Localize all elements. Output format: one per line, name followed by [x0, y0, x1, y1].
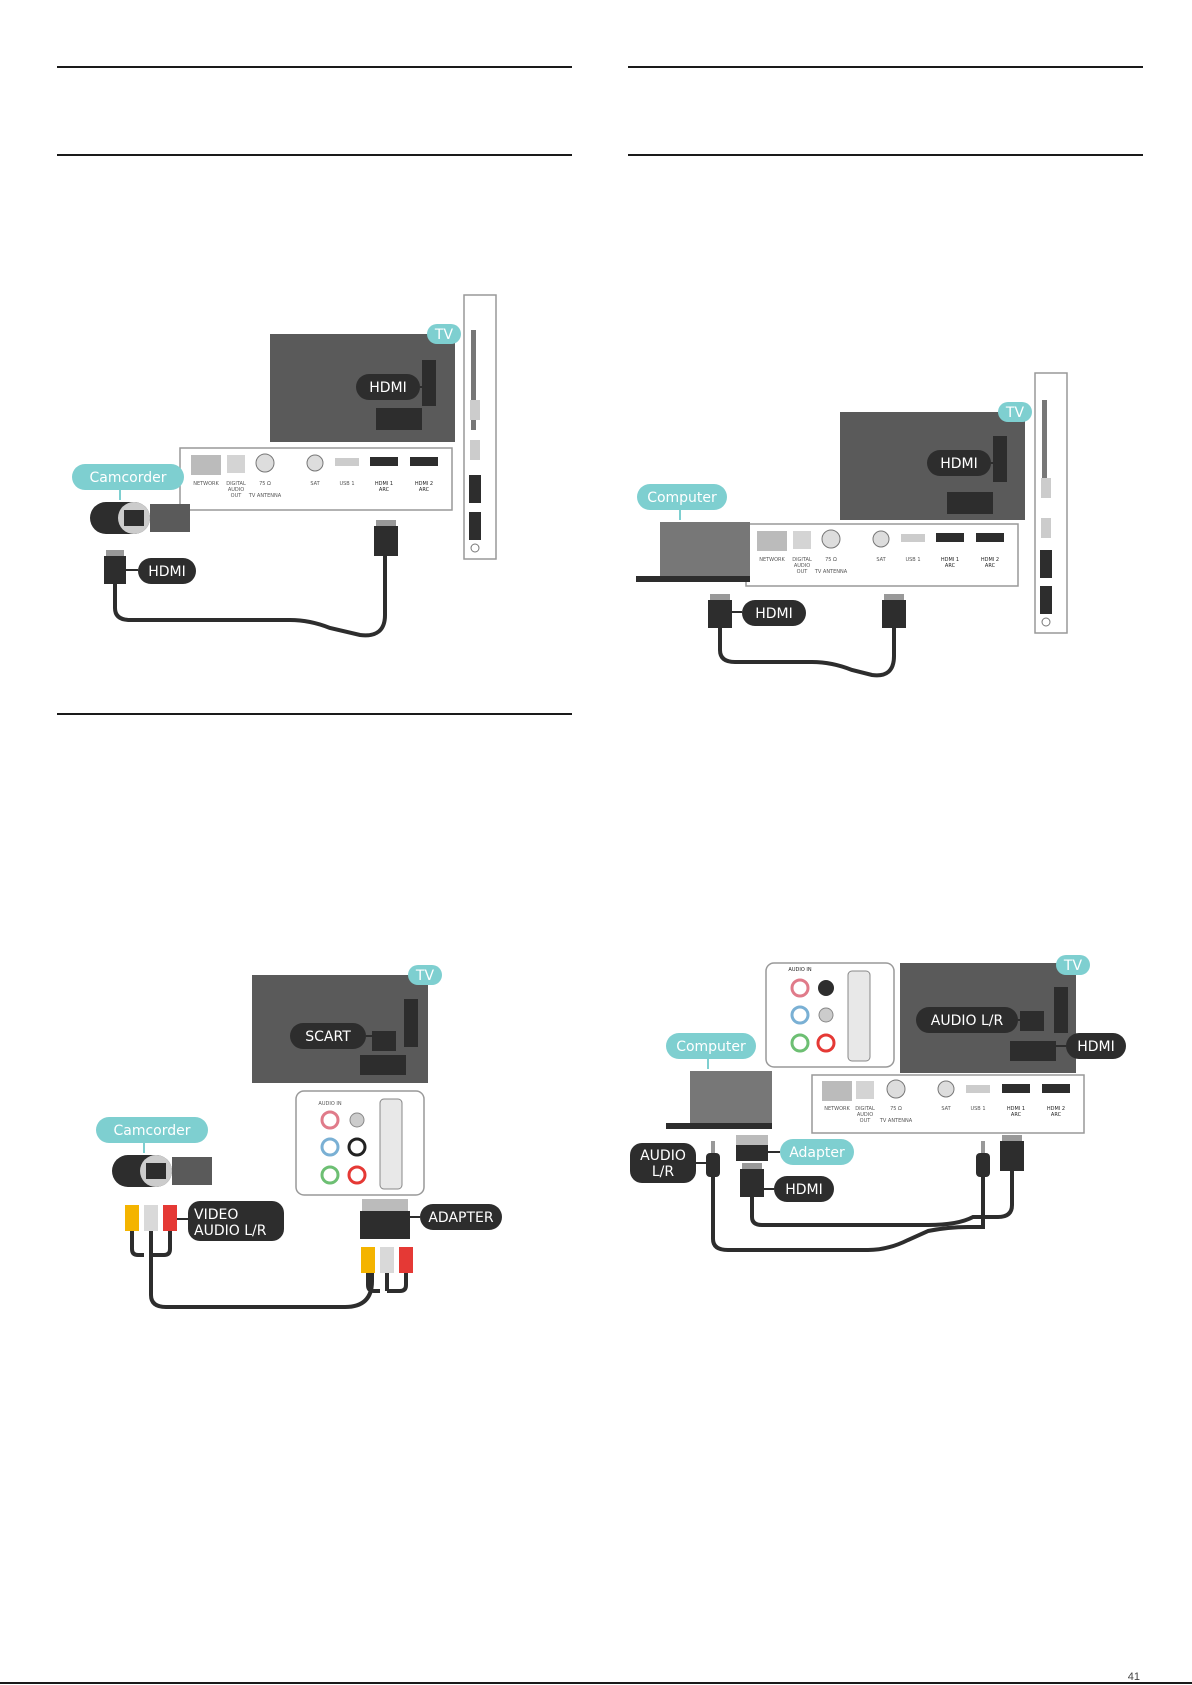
laptop-icon	[666, 1071, 772, 1129]
hdmi-connector-icon	[740, 1135, 1024, 1197]
device-label: Camcorder	[89, 470, 166, 486]
section-rule-left-lower	[57, 713, 572, 715]
diagram-computer-hdmi: TV HDMI NETWORK DIGITAL AUDIO OUT 75 Ω T…	[636, 372, 1068, 678]
audio-jack-icon	[706, 1141, 990, 1177]
panel-arc2: ARC	[419, 487, 430, 493]
panel-arc1: ARC	[379, 487, 390, 493]
device-label: Camcorder	[113, 1123, 190, 1139]
cable-label-audio-2: L/R	[652, 1164, 675, 1180]
diagram-camcorder-scart: TV SCART AUDIO IN Camcorder VIDEO AUDIO …	[96, 965, 502, 1309]
panel-ohm: 75 Ω	[259, 481, 271, 487]
tv-label: TV	[415, 968, 435, 984]
cable-label: HDMI	[755, 606, 793, 622]
adapter-label: Adapter	[789, 1145, 845, 1161]
section-rule-right-mid	[628, 154, 1143, 156]
panel-audio-in: AUDIO IN	[318, 1101, 341, 1107]
tv-label: TV	[1063, 958, 1083, 974]
panel-hdmi1: HDMI 1	[375, 481, 393, 487]
port-label: SCART	[305, 1029, 351, 1045]
camcorder-icon	[112, 1155, 212, 1187]
panel-arc2: ARC	[985, 563, 996, 569]
panel-hdmi2: HDMI 2	[981, 557, 999, 563]
section-rule-right-top	[628, 66, 1143, 68]
panel-antenna: TV ANTENNA	[248, 493, 282, 499]
panel-arc2: ARC	[1051, 1112, 1062, 1118]
port-label: HDMI	[940, 456, 978, 472]
panel-hdmi1: HDMI 1	[1007, 1106, 1025, 1112]
panel-hdmi1: HDMI 1	[941, 557, 959, 563]
panel-ohm: 75 Ω	[825, 557, 837, 563]
port-label-audio: AUDIO L/R	[931, 1013, 1004, 1029]
tv-label: TV	[1005, 405, 1025, 421]
hdmi-connector-icon	[708, 594, 906, 628]
footer-rule	[0, 1682, 1192, 1684]
panel-out: OUT	[860, 1118, 872, 1124]
adapter-label: ADAPTER	[428, 1210, 494, 1226]
camcorder-icon	[90, 502, 190, 534]
panel-audio-in: AUDIO IN	[788, 967, 811, 973]
panel-sat: SAT	[876, 557, 886, 563]
section-rule-left-top	[57, 66, 572, 68]
panel-usb1: USB 1	[970, 1106, 985, 1112]
panel-digital: DIGITAL	[855, 1106, 875, 1112]
hdmi-connector-icon	[104, 520, 398, 584]
diagram-computer-adapter: AUDIO IN TV AUDIO L/R HDMI NETWORK DIGIT…	[630, 955, 1126, 1252]
device-label: Computer	[647, 490, 717, 506]
panel-network: NETWORK	[193, 481, 219, 487]
panel-hdmi2: HDMI 2	[1047, 1106, 1065, 1112]
laptop-icon	[636, 522, 750, 582]
panel-ohm: 75 Ω	[890, 1106, 902, 1112]
panel-audio: AUDIO	[228, 487, 244, 493]
panel-digital: DIGITAL	[792, 557, 812, 563]
rca-plug-icon	[125, 1205, 177, 1231]
cable-label-video: VIDEO	[194, 1207, 238, 1223]
tv-label: TV	[434, 327, 454, 343]
diagram-camcorder-hdmi: TV HDMI NETWORK DIGITAL AUDIO OUT 75 Ω T…	[72, 294, 497, 638]
panel-sat: SAT	[310, 481, 320, 487]
panel-sat: SAT	[941, 1106, 951, 1112]
scart-adapter-icon	[360, 1199, 410, 1239]
page-number: 41	[1127, 1671, 1140, 1683]
panel-usb1: USB 1	[339, 481, 354, 487]
panel-network: NETWORK	[759, 557, 785, 563]
cable-label-hdmi: HDMI	[785, 1182, 823, 1198]
panel-network: NETWORK	[824, 1106, 850, 1112]
panel-audio: AUDIO	[794, 563, 810, 569]
rca-plug-icon	[361, 1247, 413, 1273]
device-label: Computer	[676, 1039, 746, 1055]
port-label: HDMI	[369, 380, 407, 396]
cable-label: HDMI	[148, 564, 186, 580]
panel-usb1: USB 1	[905, 557, 920, 563]
panel-digital: DIGITAL	[226, 481, 246, 487]
panel-antenna: TV ANTENNA	[879, 1118, 913, 1124]
panel-out: OUT	[797, 569, 809, 575]
panel-hdmi2: HDMI 2	[415, 481, 433, 487]
cable-label-audio: AUDIO L/R	[194, 1223, 267, 1239]
panel-antenna: TV ANTENNA	[814, 569, 848, 575]
cable-label-audio-1: AUDIO	[640, 1148, 686, 1164]
panel-arc1: ARC	[945, 563, 956, 569]
section-rule-left-mid	[57, 154, 572, 156]
panel-audio: AUDIO	[857, 1112, 873, 1118]
panel-out: OUT	[231, 493, 243, 499]
scart-adapter-icon	[736, 1135, 768, 1161]
panel-arc1: ARC	[1011, 1112, 1022, 1118]
port-label-hdmi: HDMI	[1077, 1039, 1115, 1055]
